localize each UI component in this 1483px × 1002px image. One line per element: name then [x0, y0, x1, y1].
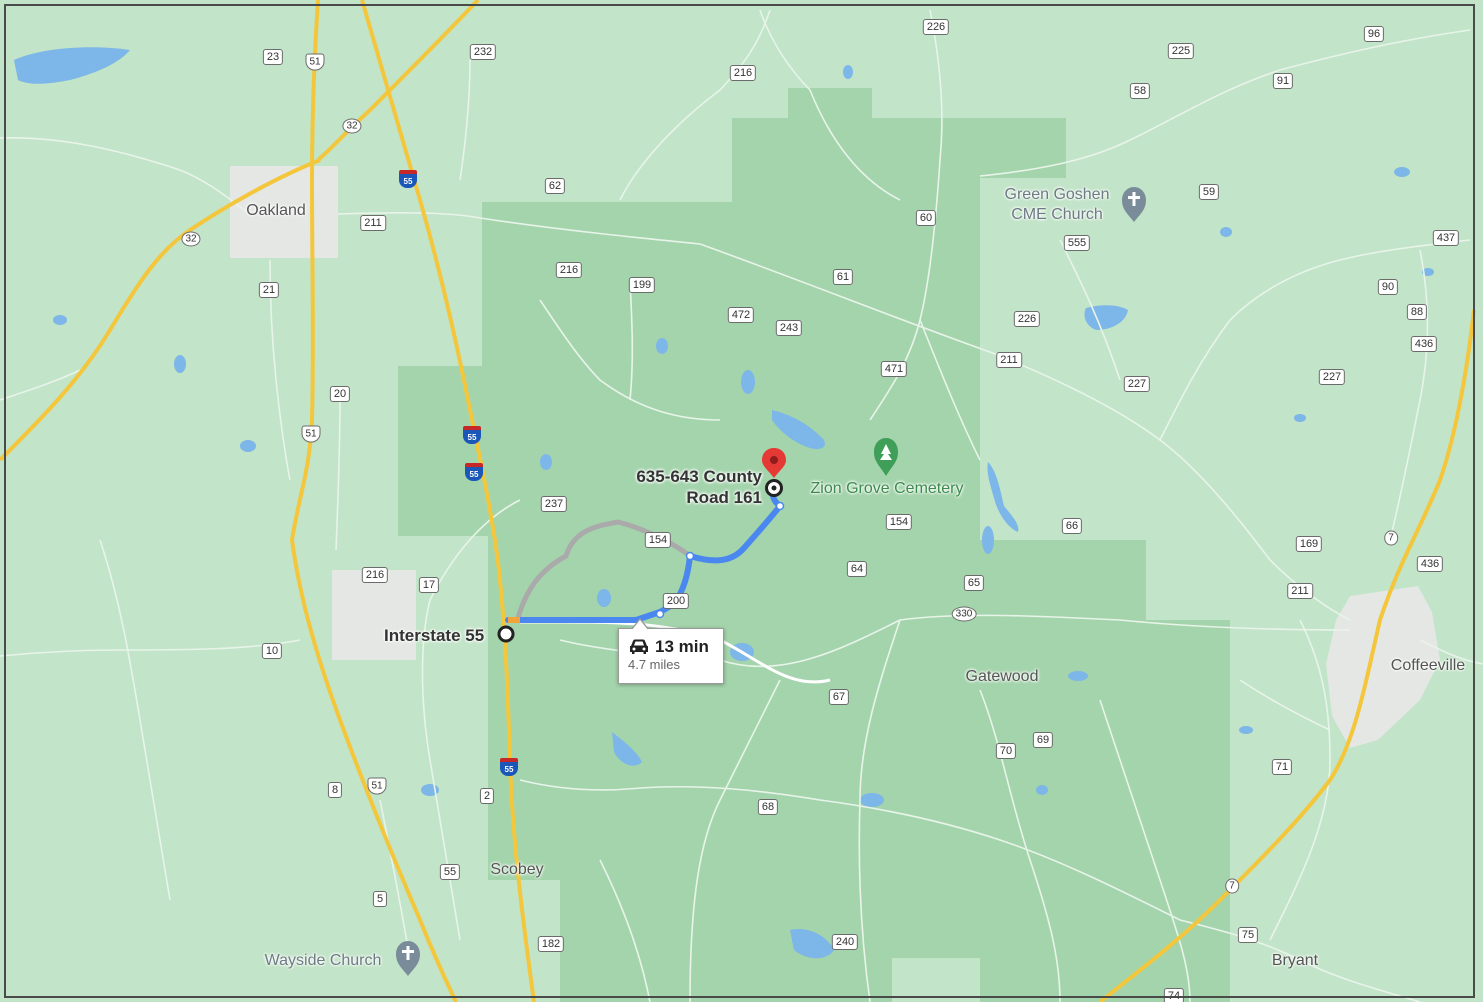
- us-route-shield: 51: [367, 777, 387, 795]
- road-shield: 227: [1123, 376, 1151, 392]
- road-shield: 211: [1287, 583, 1313, 599]
- location-pin-icon[interactable]: [762, 448, 786, 478]
- route-distance: 4.7 miles: [628, 657, 681, 672]
- road-shield: 8: [327, 782, 343, 798]
- road-shield: 60: [915, 210, 937, 226]
- road-shield: 226: [922, 19, 950, 35]
- state-route-shield: 330: [951, 606, 977, 622]
- road-shield: 66: [1061, 518, 1083, 534]
- road-shield: 20: [329, 386, 351, 402]
- us-route-shield: 51: [305, 53, 325, 71]
- road-shield: 199: [628, 277, 656, 293]
- place-label-coffeeville[interactable]: Coffeeville: [1390, 657, 1466, 674]
- road-shield: 232: [469, 44, 497, 60]
- interstate-shield: 55: [399, 170, 417, 188]
- poi-label-zion-grove[interactable]: Zion Grove Cemetery: [810, 480, 964, 497]
- place-label-bryant[interactable]: Bryant: [1271, 952, 1319, 969]
- road-shield: 2: [479, 788, 495, 804]
- road-shield: 471: [880, 361, 908, 377]
- poi-label-wayside-church[interactable]: Wayside Church: [264, 952, 382, 969]
- road-shield: 68: [757, 799, 779, 815]
- road-shield: 216: [729, 65, 757, 81]
- road-shield: 240: [831, 934, 859, 950]
- road-shield: 211: [360, 215, 386, 231]
- place-label-scobey[interactable]: Scobey: [490, 861, 544, 878]
- road-shield: 243: [775, 320, 803, 336]
- road-shield: 216: [361, 567, 389, 583]
- duration-text: 13 min: [655, 637, 709, 656]
- place-label-gatewood[interactable]: Gatewood: [965, 668, 1039, 685]
- us-route-shield: 51: [301, 425, 321, 443]
- road-shield: 169: [1295, 536, 1323, 552]
- poi-label-green-goshen[interactable]: Green Goshen CME Church: [1004, 186, 1110, 223]
- road-shield: 436: [1416, 556, 1444, 572]
- road-shield: 91: [1272, 73, 1294, 89]
- road-shield: 17: [418, 577, 440, 593]
- road-shield: 69: [1032, 732, 1054, 748]
- car-icon: [630, 639, 648, 654]
- place-label-oakland[interactable]: Oakland: [246, 202, 306, 219]
- road-shield: 555: [1063, 235, 1091, 251]
- road-shield: 74: [1163, 988, 1185, 1002]
- main-route[interactable]: [505, 485, 783, 623]
- road-shield: 437: [1432, 230, 1460, 246]
- road-shield: 59: [1198, 184, 1220, 200]
- national-forest-area: [398, 88, 1230, 1002]
- road-shield: 70: [995, 743, 1017, 759]
- cemetery-icon[interactable]: [874, 438, 898, 476]
- road-shield: 65: [963, 575, 985, 591]
- road-shield: 472: [727, 307, 755, 323]
- road-shield: 436: [1410, 336, 1438, 352]
- road-shield: 227: [1318, 369, 1346, 385]
- route-info-callout[interactable]: 13 min 4.7 miles: [618, 618, 724, 684]
- state-route-shield: 32: [342, 118, 362, 134]
- road-shield: 154: [644, 532, 672, 548]
- road-shield: 67: [828, 689, 850, 705]
- road-shield: 71: [1271, 759, 1293, 775]
- road-shield: 96: [1363, 26, 1385, 42]
- origin-marker[interactable]: [497, 625, 515, 643]
- destination-marker[interactable]: [765, 479, 783, 497]
- state-route-shield: 32: [181, 231, 201, 247]
- origin-label: Interstate 55: [384, 626, 485, 645]
- road-shield: 61: [832, 269, 854, 285]
- destination-label: 635-643 County Road 161: [636, 467, 762, 507]
- road-shield: 182: [537, 936, 565, 952]
- road-shield: 58: [1129, 83, 1151, 99]
- road-shield: 211: [996, 352, 1022, 368]
- interstate-shield: 55: [463, 426, 481, 444]
- route-waypoints: [655, 501, 785, 619]
- road-shield: 90: [1377, 279, 1399, 295]
- road-shield: 226: [1013, 311, 1041, 327]
- interstate-shield: 55: [465, 463, 483, 481]
- church-icon[interactable]: [396, 941, 420, 976]
- road-shield: 64: [846, 561, 868, 577]
- state-route-shield: 7: [1384, 530, 1398, 546]
- road-shield: 21: [258, 282, 280, 298]
- road-shield: 237: [540, 496, 568, 512]
- urban-areas: [230, 166, 1440, 748]
- road-shield: 88: [1406, 304, 1428, 320]
- road-shield: 154: [885, 514, 913, 530]
- interstate-shield: 55: [500, 758, 518, 776]
- road-shield: 75: [1237, 927, 1259, 943]
- road-shield: 216: [555, 262, 583, 278]
- route-duration: 13 min: [628, 637, 715, 657]
- road-shield: 62: [544, 178, 566, 194]
- road-shield: 200: [662, 593, 690, 609]
- road-shield: 10: [261, 643, 283, 659]
- state-route-shield: 7: [1225, 878, 1239, 894]
- road-shield: 5: [372, 891, 388, 907]
- road-shield: 55: [439, 864, 461, 880]
- road-shield: 23: [262, 49, 284, 65]
- church-icon[interactable]: [1122, 187, 1146, 222]
- road-shield: 225: [1167, 43, 1195, 59]
